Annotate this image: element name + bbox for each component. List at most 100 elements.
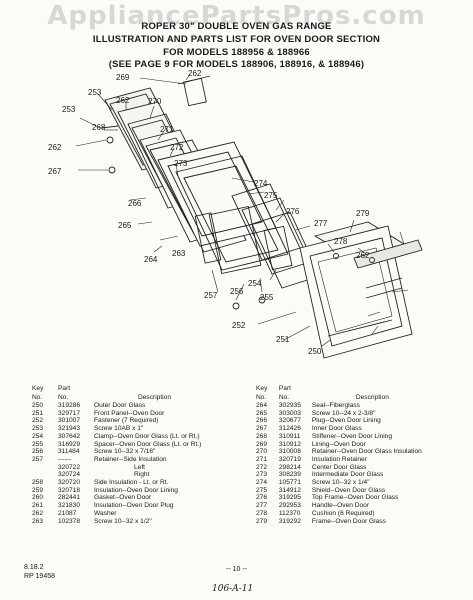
part-number-cell: 301007 bbox=[58, 417, 81, 425]
callout-275: 279 bbox=[356, 209, 370, 218]
part-number-cell: 314912 bbox=[278, 486, 301, 494]
callout-253-left: 253 bbox=[62, 105, 76, 114]
small-parts bbox=[101, 75, 375, 310]
key-cell: 266 bbox=[256, 417, 268, 425]
key-cell: 275 bbox=[256, 486, 268, 494]
description-cell: Shield--Oven Door Glass bbox=[311, 486, 386, 494]
table-row: 256 311484 Screw 10--32 x 7/16" bbox=[32, 448, 244, 456]
callout-272: 276 bbox=[286, 207, 300, 216]
description-cell: Gasket--Oven Door bbox=[94, 494, 152, 502]
key-cell: 269 bbox=[256, 440, 268, 448]
description-cell: Center Door Glass bbox=[311, 463, 367, 471]
col-key-line2: No. bbox=[256, 393, 267, 401]
table-row: 257------Retainer--Side Insulation bbox=[32, 456, 244, 464]
key-cell: 258 bbox=[32, 479, 44, 487]
callout-253: 253 bbox=[88, 88, 102, 97]
col-key-line2: No. bbox=[32, 393, 43, 401]
header-line-2: ILLUSTRATION AND PARTS LIST FOR OVEN DOO… bbox=[92, 34, 381, 45]
callout-270: 274 bbox=[254, 179, 268, 188]
description-cell: Fastener (7 Required) bbox=[94, 417, 159, 425]
part-number-cell: 21087 bbox=[58, 509, 77, 517]
description-cell: Insulation--Oven Door Plug bbox=[94, 502, 174, 510]
description-cell: Screw 10AB x 1" bbox=[94, 425, 144, 433]
key-cell: 270 bbox=[256, 448, 268, 456]
description-cell: Plug--Oven Door Lining bbox=[311, 417, 381, 425]
part-number-cell: 320722 bbox=[58, 463, 81, 471]
callout-263: 267 bbox=[48, 167, 62, 176]
callout-250: 250 bbox=[308, 347, 322, 356]
description-cell: Screw 10--32 x 1/2" bbox=[94, 517, 152, 525]
table-row: 272 298214 Center Door Glass bbox=[256, 464, 473, 472]
header-line-1: ROPER 30" DOUBLE OVEN GAS RANGE bbox=[141, 21, 332, 32]
key-cell: 260 bbox=[32, 494, 44, 502]
key-cell: 271 bbox=[256, 455, 268, 463]
part-number-cell: 112370 bbox=[278, 509, 301, 517]
col-description: Description bbox=[355, 393, 389, 401]
key-cell: 272 bbox=[256, 463, 268, 471]
key-cell: 256 bbox=[32, 448, 44, 456]
part-number-cell: ------ bbox=[58, 455, 72, 463]
key-cell bbox=[32, 471, 58, 479]
exploded-diagram: 269 262 253 262 270 253 268 262 267 271 … bbox=[48, 69, 423, 359]
key-cell: 253 bbox=[32, 425, 44, 433]
key-cell: 273 bbox=[256, 471, 268, 479]
header-line-3: FOR MODELS 188956 & 188966 bbox=[163, 47, 310, 58]
key-cell: 262 bbox=[32, 509, 44, 517]
part-number-cell: 310912 bbox=[278, 440, 301, 448]
description-cell: Stiffener--Oven Door Lining bbox=[311, 432, 393, 440]
callout-256: 256 bbox=[230, 287, 244, 296]
key-cell: 279 bbox=[256, 517, 268, 525]
callout-269: 273 bbox=[174, 159, 188, 168]
header-line-4: (SEE PAGE 9 FOR MODELS 188906, 188916, &… bbox=[108, 59, 365, 70]
col-part-line2: No. bbox=[58, 393, 69, 401]
callout-271: 275 bbox=[264, 191, 278, 200]
description-cell: Frame--Oven Door Glass bbox=[311, 517, 386, 525]
callout-274: 278 bbox=[334, 237, 348, 246]
part-number-cell: 320677 bbox=[278, 417, 301, 425]
description-cell: Insulation Retainer bbox=[311, 455, 367, 463]
key-cell: 278 bbox=[256, 509, 268, 517]
part-number-cell: 320719 bbox=[278, 455, 301, 463]
description-cell: Insulation--Oven Door Lining bbox=[94, 486, 178, 494]
part-number-cell: 310911 bbox=[278, 432, 301, 440]
part-number-cell: 298214 bbox=[278, 463, 301, 471]
description-cell: Cushion (6 Required) bbox=[311, 509, 375, 517]
callout-259: 264 bbox=[144, 255, 158, 264]
description-cell: Outer Door Glass bbox=[94, 402, 146, 409]
part-number-cell: 311484 bbox=[58, 448, 80, 456]
part-number-cell: 320720 bbox=[58, 479, 81, 487]
part-number-cell: 310008 bbox=[278, 448, 301, 456]
callout-254: 254 bbox=[248, 279, 262, 288]
description-cell: Lining--Oven Door bbox=[311, 440, 366, 448]
callout-260: 265 bbox=[118, 221, 132, 230]
description-cell: Inner Door Glass bbox=[311, 425, 362, 433]
callout-262-mid: 262 bbox=[116, 96, 130, 105]
col-part-line1: Part bbox=[58, 385, 71, 392]
col-part-line1: Part bbox=[278, 385, 291, 392]
callout-261: 266 bbox=[128, 199, 142, 208]
watermark: AppliancePartsPros.com bbox=[47, 1, 426, 31]
description-cell: Screw 10--32 x 7/16" bbox=[94, 448, 156, 456]
part-number-cell: 329717 bbox=[58, 409, 81, 417]
description-cell: Left bbox=[134, 463, 145, 471]
part-number-cell: 308239 bbox=[278, 471, 301, 479]
callout-labels: 269 262 253 262 270 253 268 262 267 271 … bbox=[48, 69, 370, 356]
key-cell: 252 bbox=[32, 417, 44, 425]
key-cell: 261 bbox=[32, 502, 44, 510]
callout-252: 252 bbox=[232, 321, 246, 330]
page-number: -- 10 -- bbox=[226, 566, 247, 573]
